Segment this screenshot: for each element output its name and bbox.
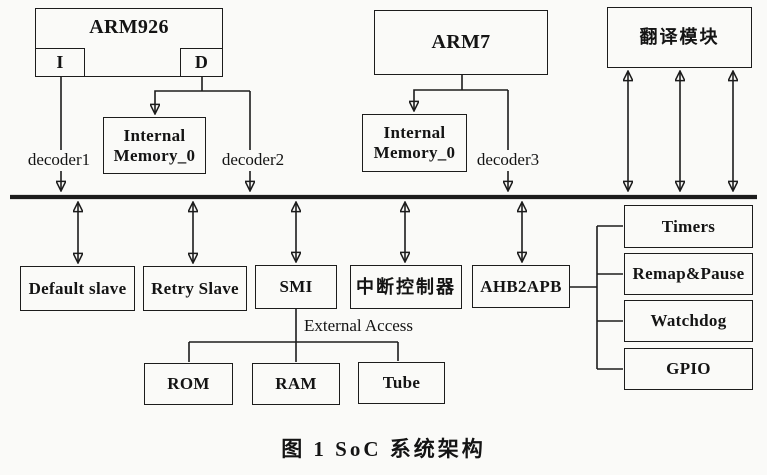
node-ram-label: RAM <box>275 374 317 394</box>
node-ahb2apb: AHB2APB <box>472 265 570 308</box>
label-external-access: External Access <box>304 316 414 335</box>
node-rom: ROM <box>144 363 233 405</box>
label-decoder2: decoder2 <box>216 150 290 171</box>
node-interrupt-controller: 中断控制器 <box>350 265 462 309</box>
node-instruction-port-label: I <box>56 52 64 73</box>
node-data-port: D <box>180 48 223 77</box>
node-watchdog: Watchdog <box>624 300 753 342</box>
node-internal-memory-arm926: Internal Memory_0 <box>103 117 206 174</box>
internal-memory-line2: Memory_0 <box>113 145 196 165</box>
node-ram: RAM <box>252 363 340 405</box>
node-instruction-port: I <box>35 48 85 77</box>
node-internal-memory-arm7: Internal Memory_0 <box>362 114 467 172</box>
node-data-port-label: D <box>194 52 209 73</box>
node-remap-pause-label: Remap&Pause <box>632 264 745 284</box>
node-arm7: ARM7 <box>374 10 548 75</box>
node-smi: SMI <box>255 265 337 309</box>
node-arm7-label: ARM7 <box>431 31 491 53</box>
node-retry-slave-label: Retry Slave <box>151 278 239 298</box>
node-arm926-label: ARM926 <box>89 16 169 38</box>
node-gpio: GPIO <box>624 348 753 390</box>
node-translate-module-label: 翻译模块 <box>639 27 720 48</box>
node-translate-module: 翻译模块 <box>607 7 752 68</box>
internal-memory-line2: Memory_0 <box>373 143 456 162</box>
node-watchdog-label: Watchdog <box>650 311 727 331</box>
node-tube-label: Tube <box>382 373 421 393</box>
node-rom-label: ROM <box>167 374 210 394</box>
node-default-slave: Default slave <box>20 266 135 311</box>
node-remap-pause: Remap&Pause <box>624 253 753 295</box>
internal-memory-line1: Internal <box>123 125 186 145</box>
node-default-slave-label: Default slave <box>28 278 127 298</box>
node-ahb2apb-label: AHB2APB <box>480 276 562 296</box>
node-arm926: ARM926 <box>35 8 223 77</box>
internal-memory-line1: Internal <box>383 123 446 143</box>
label-decoder3: decoder3 <box>471 150 545 171</box>
node-interrupt-controller-label: 中断控制器 <box>356 276 456 297</box>
edge-d-to-memory <box>155 90 250 113</box>
node-gpio-label: GPIO <box>666 359 711 379</box>
node-timers: Timers <box>624 205 753 248</box>
node-smi-label: SMI <box>279 277 313 297</box>
figure-caption: 图 1 SoC 系统架构 <box>281 437 486 461</box>
node-tube: Tube <box>358 362 445 404</box>
node-retry-slave: Retry Slave <box>143 266 247 311</box>
node-timers-label: Timers <box>661 216 716 236</box>
label-decoder1: decoder1 <box>22 150 96 171</box>
edge-arm7-to-memory <box>414 89 508 110</box>
